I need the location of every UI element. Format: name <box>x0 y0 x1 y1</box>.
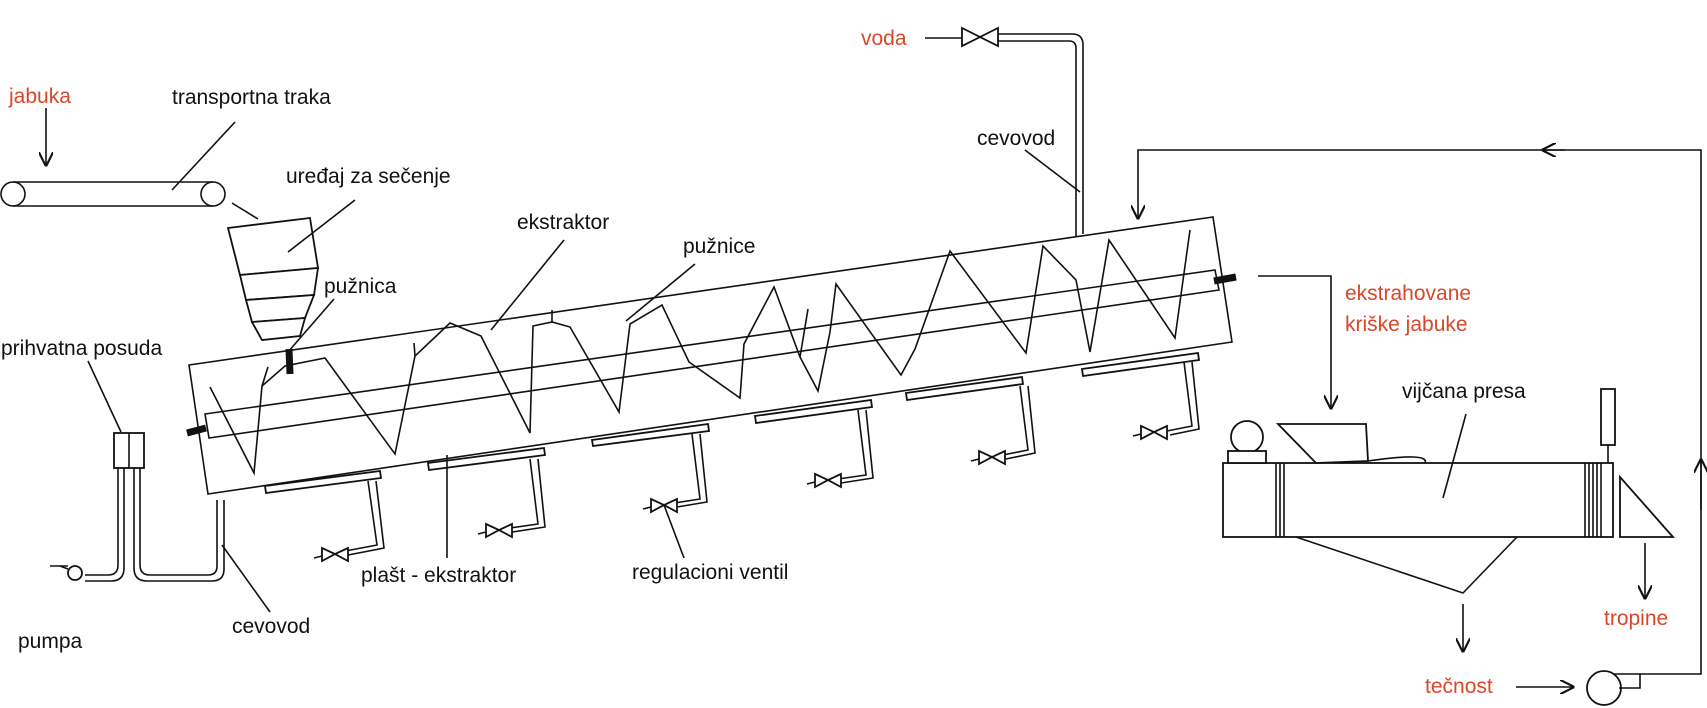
belt-to-cutter-link <box>231 202 259 220</box>
tecnost-leader <box>1500 669 1516 687</box>
regulating-valves <box>313 424 1168 563</box>
recirculation-pump-icon <box>1586 670 1641 706</box>
label-puznice: pužnice <box>683 235 755 258</box>
leader-puznica <box>287 298 335 353</box>
leader-cevovod-top <box>1024 149 1081 193</box>
valve-icon <box>1132 424 1168 441</box>
valve-icon <box>313 546 349 563</box>
label-jabuka: jabuka <box>8 85 71 108</box>
label-plast-ekstraktor: plašt - ekstraktor <box>361 564 516 587</box>
leader-ventil <box>663 504 685 559</box>
right-shaft-end <box>1213 273 1237 285</box>
label-vijcana-presa: vijčana presa <box>1402 380 1526 403</box>
leader-cutter <box>287 199 356 253</box>
valve-icon <box>970 449 1006 466</box>
label-cevovod-top: cevovod <box>977 127 1055 150</box>
extractor-jacket <box>263 351 1201 495</box>
screw-press <box>1222 388 1675 594</box>
water-pipe <box>925 26 1084 236</box>
extractor-body <box>186 216 1237 495</box>
valve-icon <box>806 472 842 489</box>
label-puznica: pužnica <box>324 275 397 298</box>
leader-press <box>1442 413 1467 499</box>
auger-flights <box>209 229 1191 476</box>
left-shaft-end <box>186 424 207 437</box>
valve-icon <box>642 497 678 514</box>
label-pumpa: pumpa <box>18 630 83 653</box>
label-transportna-traka: transportna traka <box>172 86 331 109</box>
leader-vessel <box>87 360 122 433</box>
label-uredjaj-za-secenje: uređaj za sečenje <box>286 165 451 188</box>
leader-ekstraktor <box>490 239 565 331</box>
label-voda: voda <box>861 27 907 50</box>
valve-icon <box>477 522 513 539</box>
leader-puznice <box>625 263 696 322</box>
cutting-device <box>226 217 320 375</box>
label-ekstraktor: ekstraktor <box>517 211 609 234</box>
inlet-auger-block <box>285 348 294 375</box>
label-kriske-jabuke: kriške jabuke <box>1345 313 1468 336</box>
leader-transport <box>171 121 236 191</box>
jacket-drain-pipes <box>339 361 1200 557</box>
label-regulacioni-ventil: regulacioni ventil <box>632 561 788 584</box>
label-cevovod-bottom: cevovod <box>232 615 310 638</box>
label-tecnost: tečnost <box>1425 675 1493 698</box>
conveyor-belt <box>0 181 226 207</box>
return-pipe <box>85 468 225 582</box>
recirculation-line <box>1138 149 1702 675</box>
label-prihvatna-posuda: prihvatna posuda <box>1 337 162 360</box>
pump-icon <box>50 565 83 581</box>
leader-cevovod-bottom <box>221 544 271 613</box>
receiving-vessel <box>113 432 145 469</box>
label-tropine: tropine <box>1604 607 1668 630</box>
label-ekstrahovane: ekstrahovane <box>1345 282 1471 305</box>
slices-output-arrow <box>1258 275 1331 408</box>
